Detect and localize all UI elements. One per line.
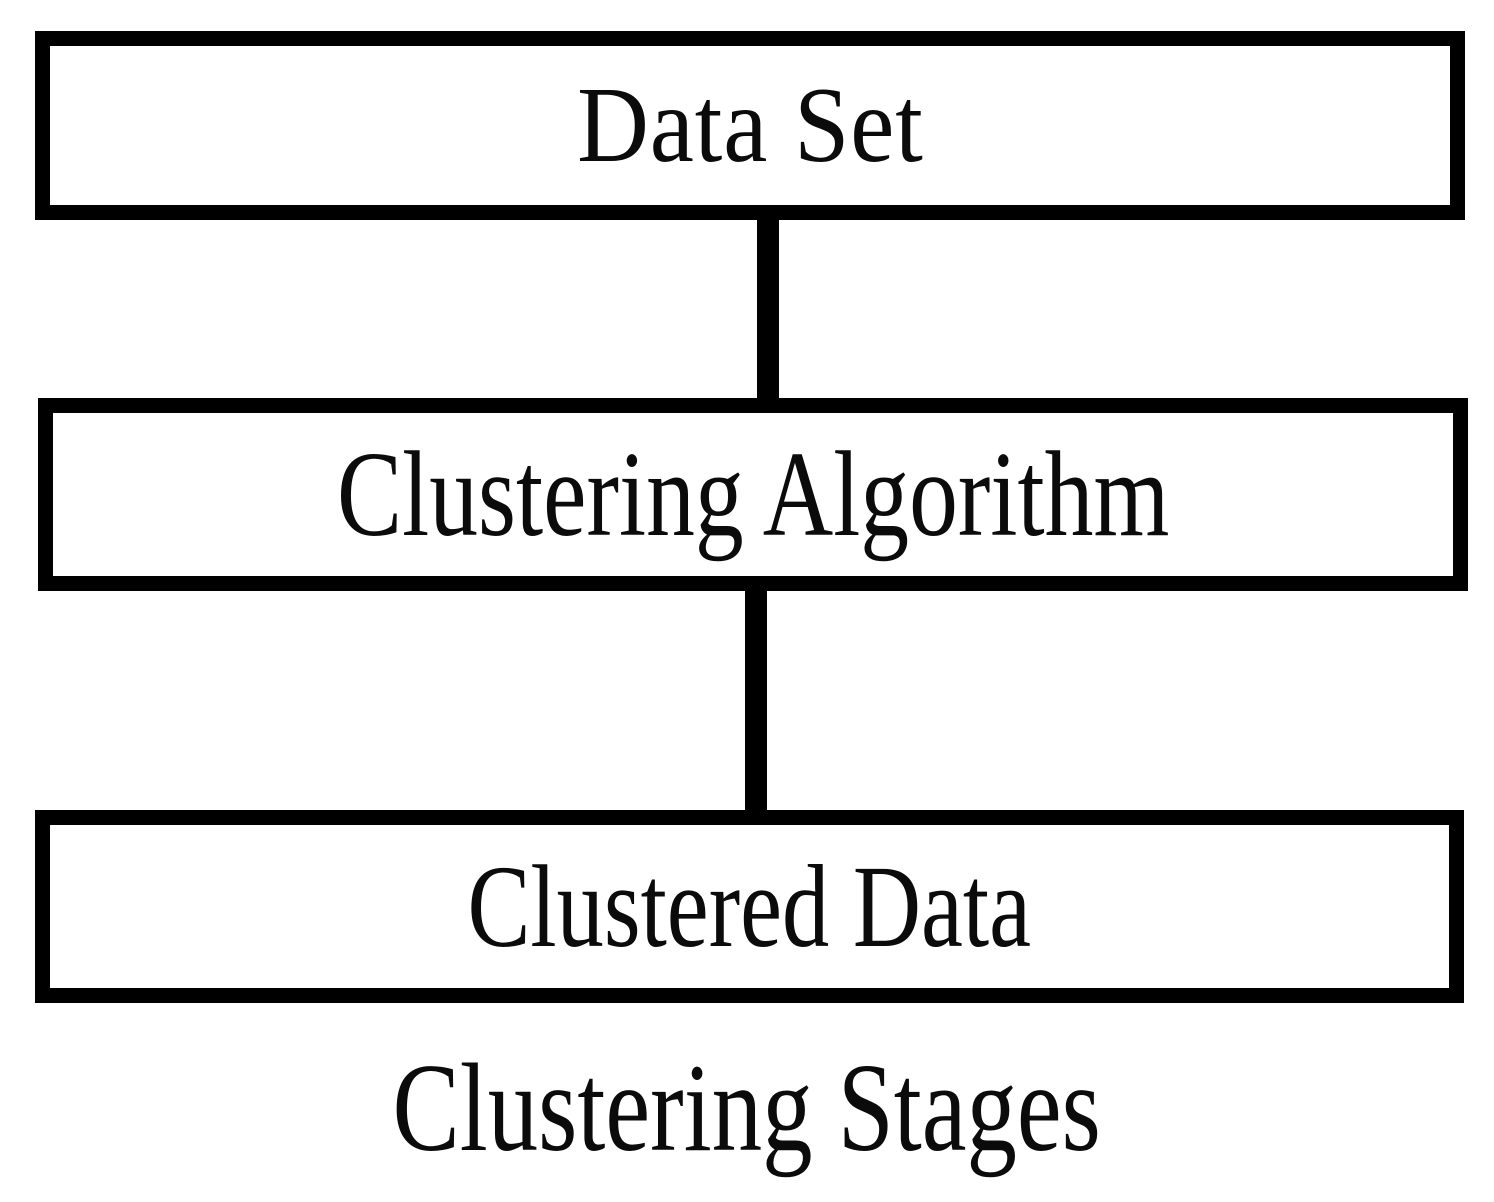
flowchart-node-clustering-algorithm[interactable]: Clustering Algorithm	[38, 398, 1468, 591]
flowchart-node-data-set[interactable]: Data Set	[35, 31, 1465, 220]
diagram-caption: Clustering Stages	[0, 1039, 1494, 1179]
flowchart-node-clustering-algorithm-label: Clustering Algorithm	[336, 426, 1170, 562]
flowchart-node-data-set-label: Data Set	[576, 65, 924, 185]
diagram-caption-text: Clustering Stages	[392, 1039, 1102, 1178]
connector-data-set-to-clustering-algorithm	[757, 205, 779, 405]
flowchart-node-clustered-data-label: Clustered Data	[467, 840, 1032, 972]
flowchart-node-clustered-data[interactable]: Clustered Data	[35, 810, 1464, 1003]
connector-clustering-algorithm-to-clustered-data	[745, 578, 767, 818]
